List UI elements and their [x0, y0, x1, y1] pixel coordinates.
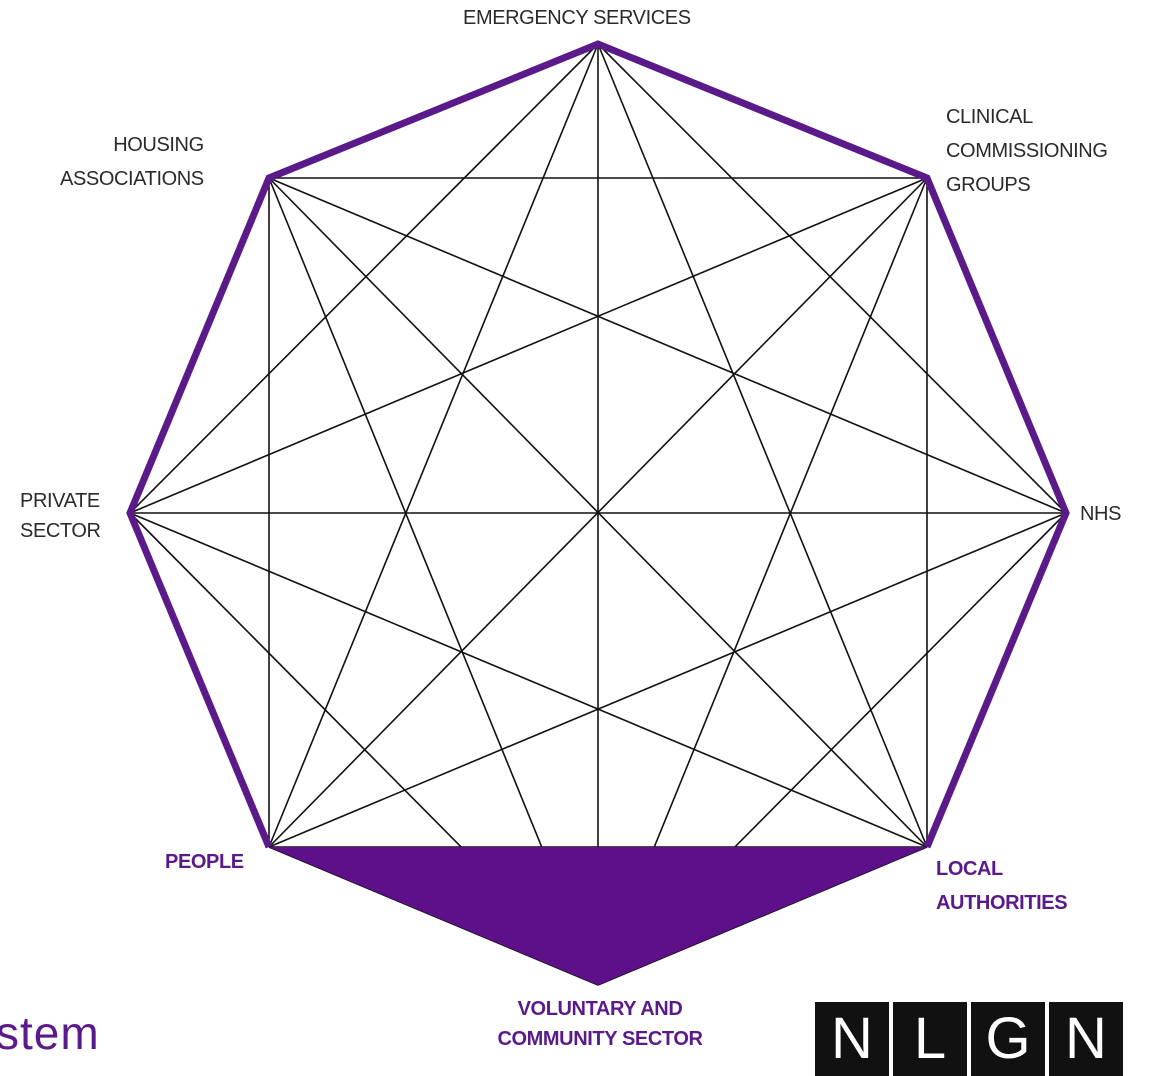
footer-text-fragment: stem: [0, 1007, 100, 1059]
label-line: ASSOCIATIONS: [60, 168, 204, 190]
label-line: GROUPS: [946, 174, 1031, 196]
logo-letter: G: [971, 1002, 1045, 1076]
label-line: VOLUNTARY AND: [517, 998, 683, 1020]
connection-emergency-nhs: [597, 43, 1067, 514]
label-line: LOCAL: [936, 858, 1003, 880]
label-line: COMMUNITY SECTOR: [497, 1028, 703, 1050]
label-line: NHS: [1080, 503, 1122, 525]
logo-letter: L: [893, 1002, 967, 1076]
node-label-private-sector: PRIVATE SECTOR: [20, 486, 101, 546]
connection-local-housing: [268, 177, 928, 848]
logo-letter: N: [815, 1002, 889, 1076]
voluntary-sector-wedge: [269, 847, 927, 985]
octagon-outline: [126, 40, 1070, 849]
label-line: SECTOR: [20, 520, 101, 542]
label-line: CLINICAL: [946, 106, 1033, 128]
label-line: HOUSING: [113, 134, 204, 156]
label-line: EMERGENCY SERVICES: [463, 7, 691, 29]
connection-local-private: [129, 512, 928, 848]
connection-nhs-people: [268, 512, 1067, 848]
node-label-people: PEOPLE: [165, 850, 244, 874]
node-label-clinical-commissioning-groups: CLINICAL COMMISSIONING GROUPS: [946, 100, 1108, 202]
nlgn-logo: N L G N: [815, 1002, 1123, 1076]
label-line: PRIVATE: [20, 490, 100, 512]
label-line: AUTHORITIES: [936, 892, 1068, 914]
logo-letter: N: [1049, 1002, 1123, 1076]
connection-nhs-housing: [268, 177, 1067, 514]
connection-emergency-local: [597, 43, 928, 848]
label-line: COMMISSIONING: [946, 140, 1108, 162]
node-label-emergency-services: EMERGENCY SERVICES: [463, 6, 691, 30]
node-label-local-authorities: LOCAL AUTHORITIES: [936, 852, 1068, 920]
connection-emergency-private: [129, 43, 599, 514]
connection-emergency-people: [268, 43, 599, 848]
label-line: PEOPLE: [165, 851, 244, 873]
node-label-voluntary-community-sector: VOLUNTARY AND COMMUNITY SECTOR: [460, 994, 740, 1054]
node-label-housing-associations: HOUSING ASSOCIATIONS: [60, 128, 204, 196]
node-label-nhs: NHS: [1080, 502, 1121, 526]
connection-ccg-private: [129, 177, 928, 514]
